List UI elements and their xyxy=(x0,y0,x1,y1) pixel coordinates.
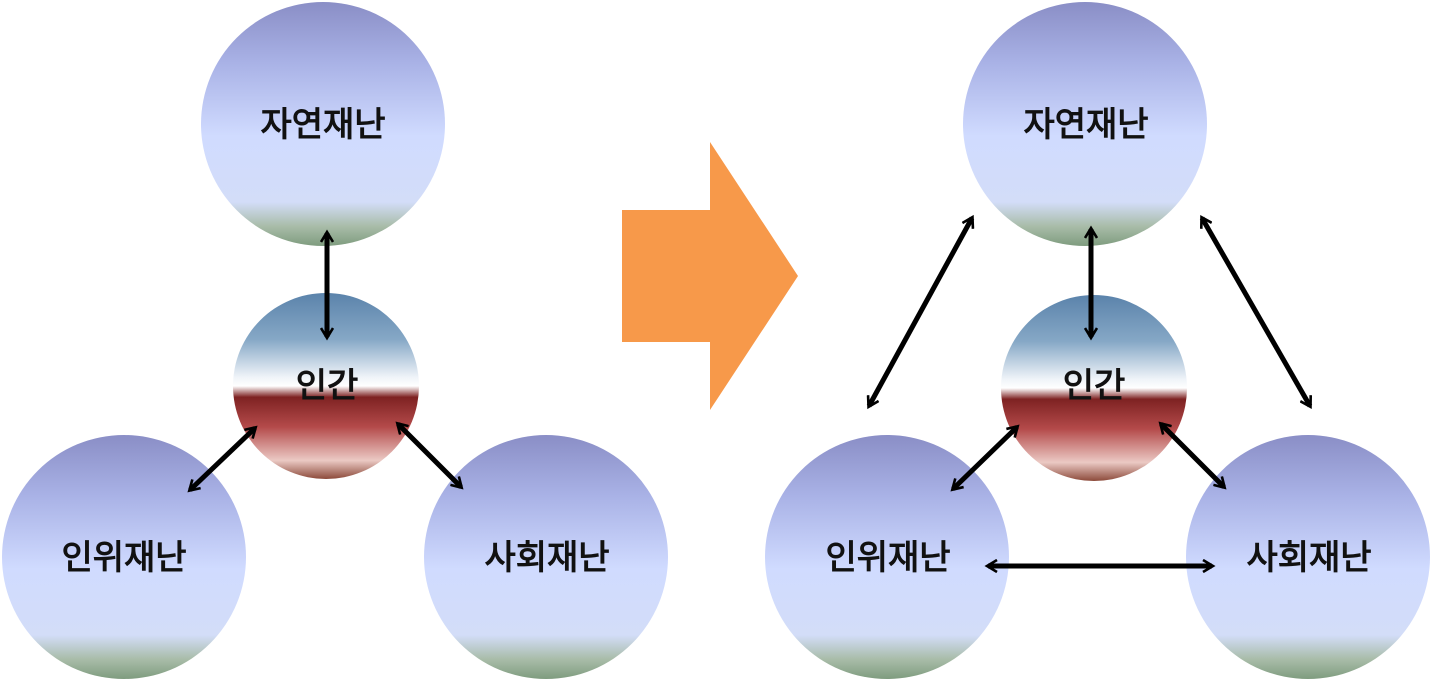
left-man-made-disaster-label: 인위재난 xyxy=(61,538,186,578)
left-natural-disaster-label: 자연재난 xyxy=(260,105,385,145)
left-social-disaster-circle xyxy=(424,435,668,679)
right-human-circle xyxy=(1001,295,1187,481)
right-social-disaster-label: 사회재난 xyxy=(1246,538,1371,578)
right-arrow-natural-man-made xyxy=(869,218,972,406)
left-man-made-disaster-circle xyxy=(2,435,246,679)
right-man-made-disaster-label: 인위재난 xyxy=(825,538,950,578)
left-human-label: 인간 xyxy=(296,366,359,406)
left-arrow-human-man-made xyxy=(190,428,255,490)
right-human-label: 인간 xyxy=(1063,366,1126,406)
transition-arrow-icon xyxy=(622,142,798,410)
right-arrow-human-social xyxy=(1161,424,1224,487)
right-natural-disaster-label: 자연재난 xyxy=(1023,105,1148,145)
right-arrow-human-man-made xyxy=(953,427,1017,489)
left-natural-disaster-circle xyxy=(201,2,445,246)
right-social-disaster-circle xyxy=(1186,435,1430,679)
left-diagram: 자연재난 인간 인위재난 사회재난 xyxy=(2,2,668,679)
left-social-disaster-label: 사회재난 xyxy=(484,538,609,578)
right-arrow-natural-social xyxy=(1199,218,1313,406)
right-diagram: 자연재난 인간 인위재난 사회재난 xyxy=(765,2,1430,679)
right-man-made-disaster-circle xyxy=(765,435,1009,679)
left-human-circle xyxy=(233,293,419,479)
right-natural-disaster-circle xyxy=(963,2,1207,246)
left-arrow-human-social xyxy=(398,424,461,487)
